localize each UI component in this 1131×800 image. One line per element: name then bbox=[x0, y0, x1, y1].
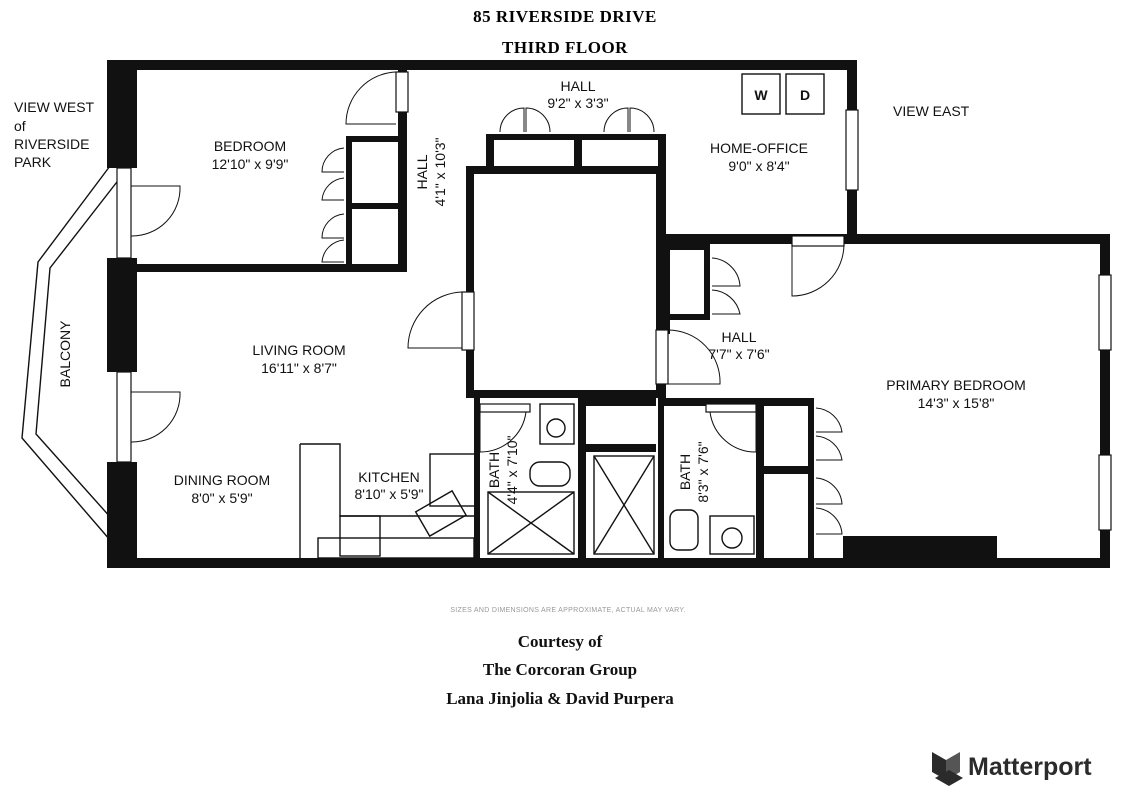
kitchen-dims: 8'10" x 5'9" bbox=[355, 486, 424, 502]
dining-room-name: DINING ROOM bbox=[174, 472, 270, 488]
address-title: 85 RIVERSIDE DRIVE bbox=[473, 7, 657, 26]
disclaimer-note: SIZES AND DIMENSIONS ARE APPROXIMATE, AC… bbox=[450, 607, 685, 614]
hall-top-dims: 9'2" x 3'3" bbox=[547, 95, 608, 111]
washer-dryer: W D bbox=[741, 73, 825, 115]
primary-bedroom-name: PRIMARY BEDROOM bbox=[886, 377, 1026, 393]
interior-walls bbox=[137, 60, 814, 558]
brand-name: Matterport bbox=[968, 753, 1092, 781]
bath-2-dims: 8'3" x 7'6" bbox=[695, 441, 711, 502]
hall-vert-name: HALL bbox=[414, 154, 430, 189]
living-room-dims: 16'11" x 8'7" bbox=[261, 360, 337, 376]
floor-title: THIRD FLOOR bbox=[502, 38, 628, 57]
bath-fixtures bbox=[487, 403, 755, 555]
view-west-line-3: RIVERSIDE bbox=[14, 136, 89, 152]
hall-vert-dims: 4'1" x 10'3" bbox=[432, 137, 448, 206]
bedroom-dims: 12'10" x 9'9" bbox=[212, 156, 289, 172]
bath-2-name: BATH bbox=[677, 454, 693, 490]
bath-1-name: BATH bbox=[486, 452, 502, 488]
living-room-name: LIVING ROOM bbox=[252, 342, 345, 358]
view-labels: VIEW WEST of RIVERSIDE PARK VIEW EAST BA… bbox=[14, 99, 970, 387]
balcony-outline bbox=[21, 165, 121, 541]
balcony-label: BALCONY bbox=[57, 320, 73, 388]
primary-bedroom-dims: 14'3" x 15'8" bbox=[918, 395, 995, 411]
washer-label: W bbox=[754, 87, 768, 103]
doors bbox=[130, 71, 845, 535]
view-west-line-2: of bbox=[14, 118, 26, 134]
home-office-dims: 9'0" x 8'4" bbox=[728, 158, 789, 174]
credit-line-1: Courtesy of bbox=[518, 632, 603, 651]
room-labels: BEDROOM 12'10" x 9'9" HALL 9'2" x 3'3" H… bbox=[174, 78, 1026, 506]
view-east-label: VIEW EAST bbox=[893, 103, 970, 119]
kitchen-name: KITCHEN bbox=[358, 469, 419, 485]
home-office-name: HOME-OFFICE bbox=[710, 140, 808, 156]
bath-1-dims: 4'4" x 7'10" bbox=[504, 435, 520, 504]
kitchen-fixtures bbox=[299, 443, 477, 559]
dryer-label: D bbox=[800, 87, 810, 103]
dining-room-dims: 8'0" x 5'9" bbox=[191, 490, 252, 506]
view-west-line-1: VIEW WEST bbox=[14, 99, 95, 115]
outer-walls bbox=[107, 60, 1112, 568]
matterport-logo-icon bbox=[932, 752, 963, 786]
view-west-line-4: PARK bbox=[14, 154, 52, 170]
credit-line-3: Lana Jinjolia & David Purpera bbox=[446, 689, 674, 708]
credit-line-2: The Corcoran Group bbox=[483, 660, 637, 679]
hall-mid-name: HALL bbox=[721, 329, 756, 345]
bedroom-name: BEDROOM bbox=[214, 138, 286, 154]
hall-top-name: HALL bbox=[560, 78, 595, 94]
hall-mid-dims: 7'7" x 7'6" bbox=[708, 346, 769, 362]
